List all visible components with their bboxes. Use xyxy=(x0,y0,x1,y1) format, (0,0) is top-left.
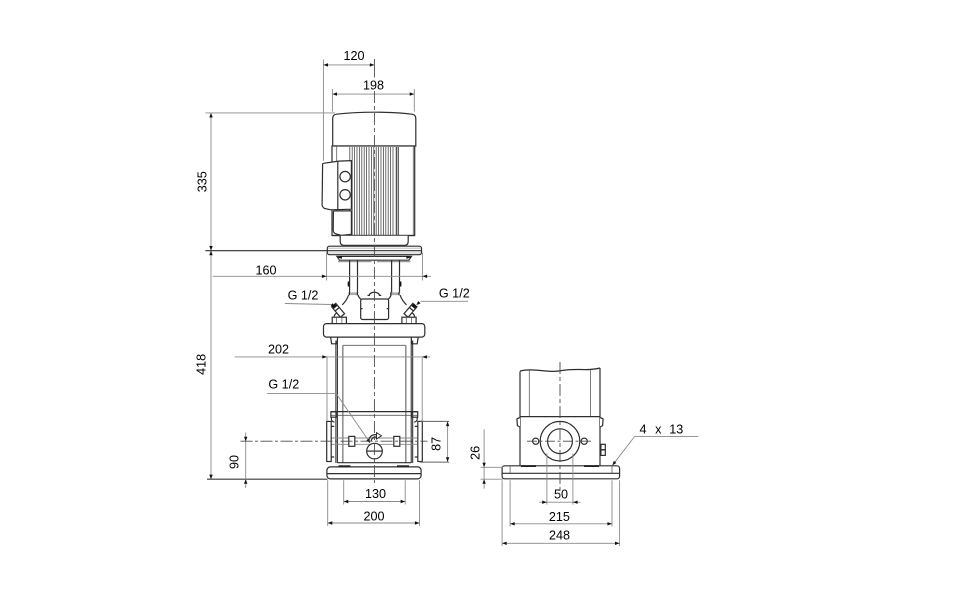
svg-text:13: 13 xyxy=(669,423,683,437)
svg-text:335: 335 xyxy=(196,171,210,192)
svg-text:248: 248 xyxy=(549,529,570,543)
svg-text:90: 90 xyxy=(227,455,241,469)
svg-text:418: 418 xyxy=(195,354,209,375)
svg-text:G 1/2: G 1/2 xyxy=(268,378,299,392)
svg-text:87: 87 xyxy=(430,437,444,451)
svg-text:G 1/2: G 1/2 xyxy=(288,289,319,303)
svg-text:50: 50 xyxy=(554,488,568,502)
svg-text:215: 215 xyxy=(549,510,570,524)
svg-text:x: x xyxy=(655,423,662,437)
svg-text:198: 198 xyxy=(363,79,384,93)
svg-text:G 1/2: G 1/2 xyxy=(439,287,470,301)
svg-text:120: 120 xyxy=(343,49,364,63)
svg-text:202: 202 xyxy=(268,343,289,357)
svg-text:26: 26 xyxy=(468,446,482,460)
svg-text:4: 4 xyxy=(639,423,646,437)
svg-text:130: 130 xyxy=(365,487,386,501)
svg-text:160: 160 xyxy=(255,263,276,277)
svg-text:200: 200 xyxy=(363,509,384,523)
